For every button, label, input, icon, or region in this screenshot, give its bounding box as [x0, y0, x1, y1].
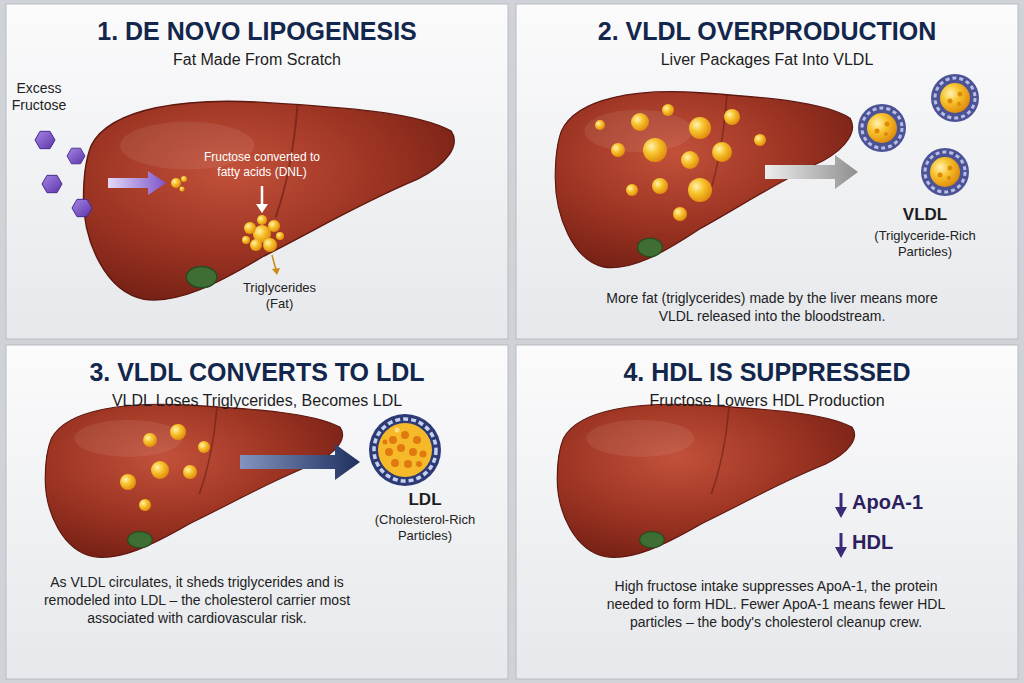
input-label: Excess Fructose — [6, 80, 72, 114]
panel-title: 2. VLDL OVERPRODUCTION — [516, 16, 1018, 46]
panel-subtitle: VLDL Loses Triglycerides, Becomes LDL — [6, 391, 508, 411]
particle-note: (Cholesterol-Rich Particles) — [355, 512, 495, 544]
panel-subtitle: Liver Packages Fat Into VLDL — [516, 50, 1018, 70]
panel-title: 4. HDL IS SUPPRESSED — [516, 357, 1018, 387]
process-label: Fructose converted to fatty acids (DNL) — [197, 150, 327, 180]
panel-title: 3. VLDL CONVERTS TO LDL — [6, 357, 508, 387]
particle-name: VLDL — [865, 205, 985, 225]
panel-caption: As VLDL circulates, it sheds triglycerid… — [22, 573, 372, 627]
panel-subtitle: Fat Made From Scratch — [6, 50, 508, 70]
particle-note: (Triglyceride-Rich Particles) — [860, 228, 990, 260]
panel-caption: High fructose intake suppresses ApoA-1, … — [606, 577, 946, 631]
decrease-label: ApoA-1 — [852, 490, 923, 514]
decrease-label: HDL — [852, 530, 893, 554]
panel-subtitle: Fructose Lowers HDL Production — [516, 391, 1018, 411]
panel: 2. VLDL OVERPRODUCTION Liver Packages Fat… — [516, 4, 1018, 339]
product-label: Triglycerides (Fat) — [232, 280, 327, 312]
panel-caption: More fat (triglycerides) made by the liv… — [602, 289, 942, 325]
particle-name: LDL — [365, 490, 485, 510]
panel: 4. HDL IS SUPPRESSED Fructose Lowers HDL … — [516, 345, 1018, 679]
panel-title: 1. DE NOVO LIPOGENESIS — [6, 16, 508, 46]
